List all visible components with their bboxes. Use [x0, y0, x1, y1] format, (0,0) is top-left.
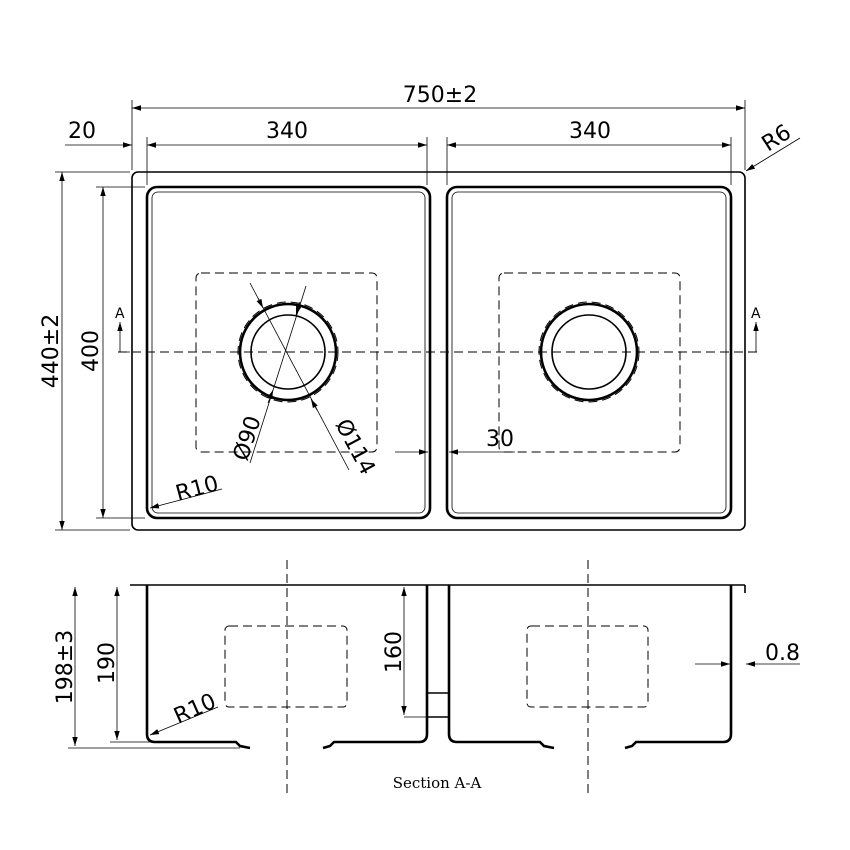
thickness-dim: 0.8 [765, 641, 800, 666]
bowl-radius-dim: R10 [173, 471, 221, 506]
divider-height-dim: 160 [382, 631, 407, 673]
divider-dim: 30 [486, 427, 514, 452]
bowl-depth-dim: 400 [79, 330, 104, 372]
section-marker-right: A [751, 306, 761, 322]
right-bowl-width-dim: 340 [569, 119, 611, 144]
overall-depth-dim: 440±2 [39, 314, 64, 388]
section-caption: Section A-A [393, 774, 482, 792]
left-bowl-width-dim: 340 [266, 119, 308, 144]
top-view: A A 750±2 340 340 20 R6 440±2 400 30 [39, 83, 801, 531]
section-height-dim: 198±3 [53, 630, 78, 704]
section-marker-left: A [115, 306, 125, 322]
right-drain [538, 301, 640, 403]
section-bowl-height-dim: 190 [95, 642, 120, 684]
rim-dim: 20 [68, 119, 96, 144]
left-hidden-outline [195, 272, 378, 453]
section-radius-dim: R10 [170, 689, 220, 729]
section-view: 198±3 190 160 R10 0.8 Section A-A [53, 560, 800, 795]
right-hidden-outline [498, 272, 681, 453]
overall-width-dim: 750±2 [403, 83, 477, 108]
outer-rim [131, 171, 746, 531]
drain-inner-dim: Ø90 [229, 413, 267, 464]
left-drain [237, 301, 339, 403]
outer-radius-dim: R6 [758, 120, 796, 157]
